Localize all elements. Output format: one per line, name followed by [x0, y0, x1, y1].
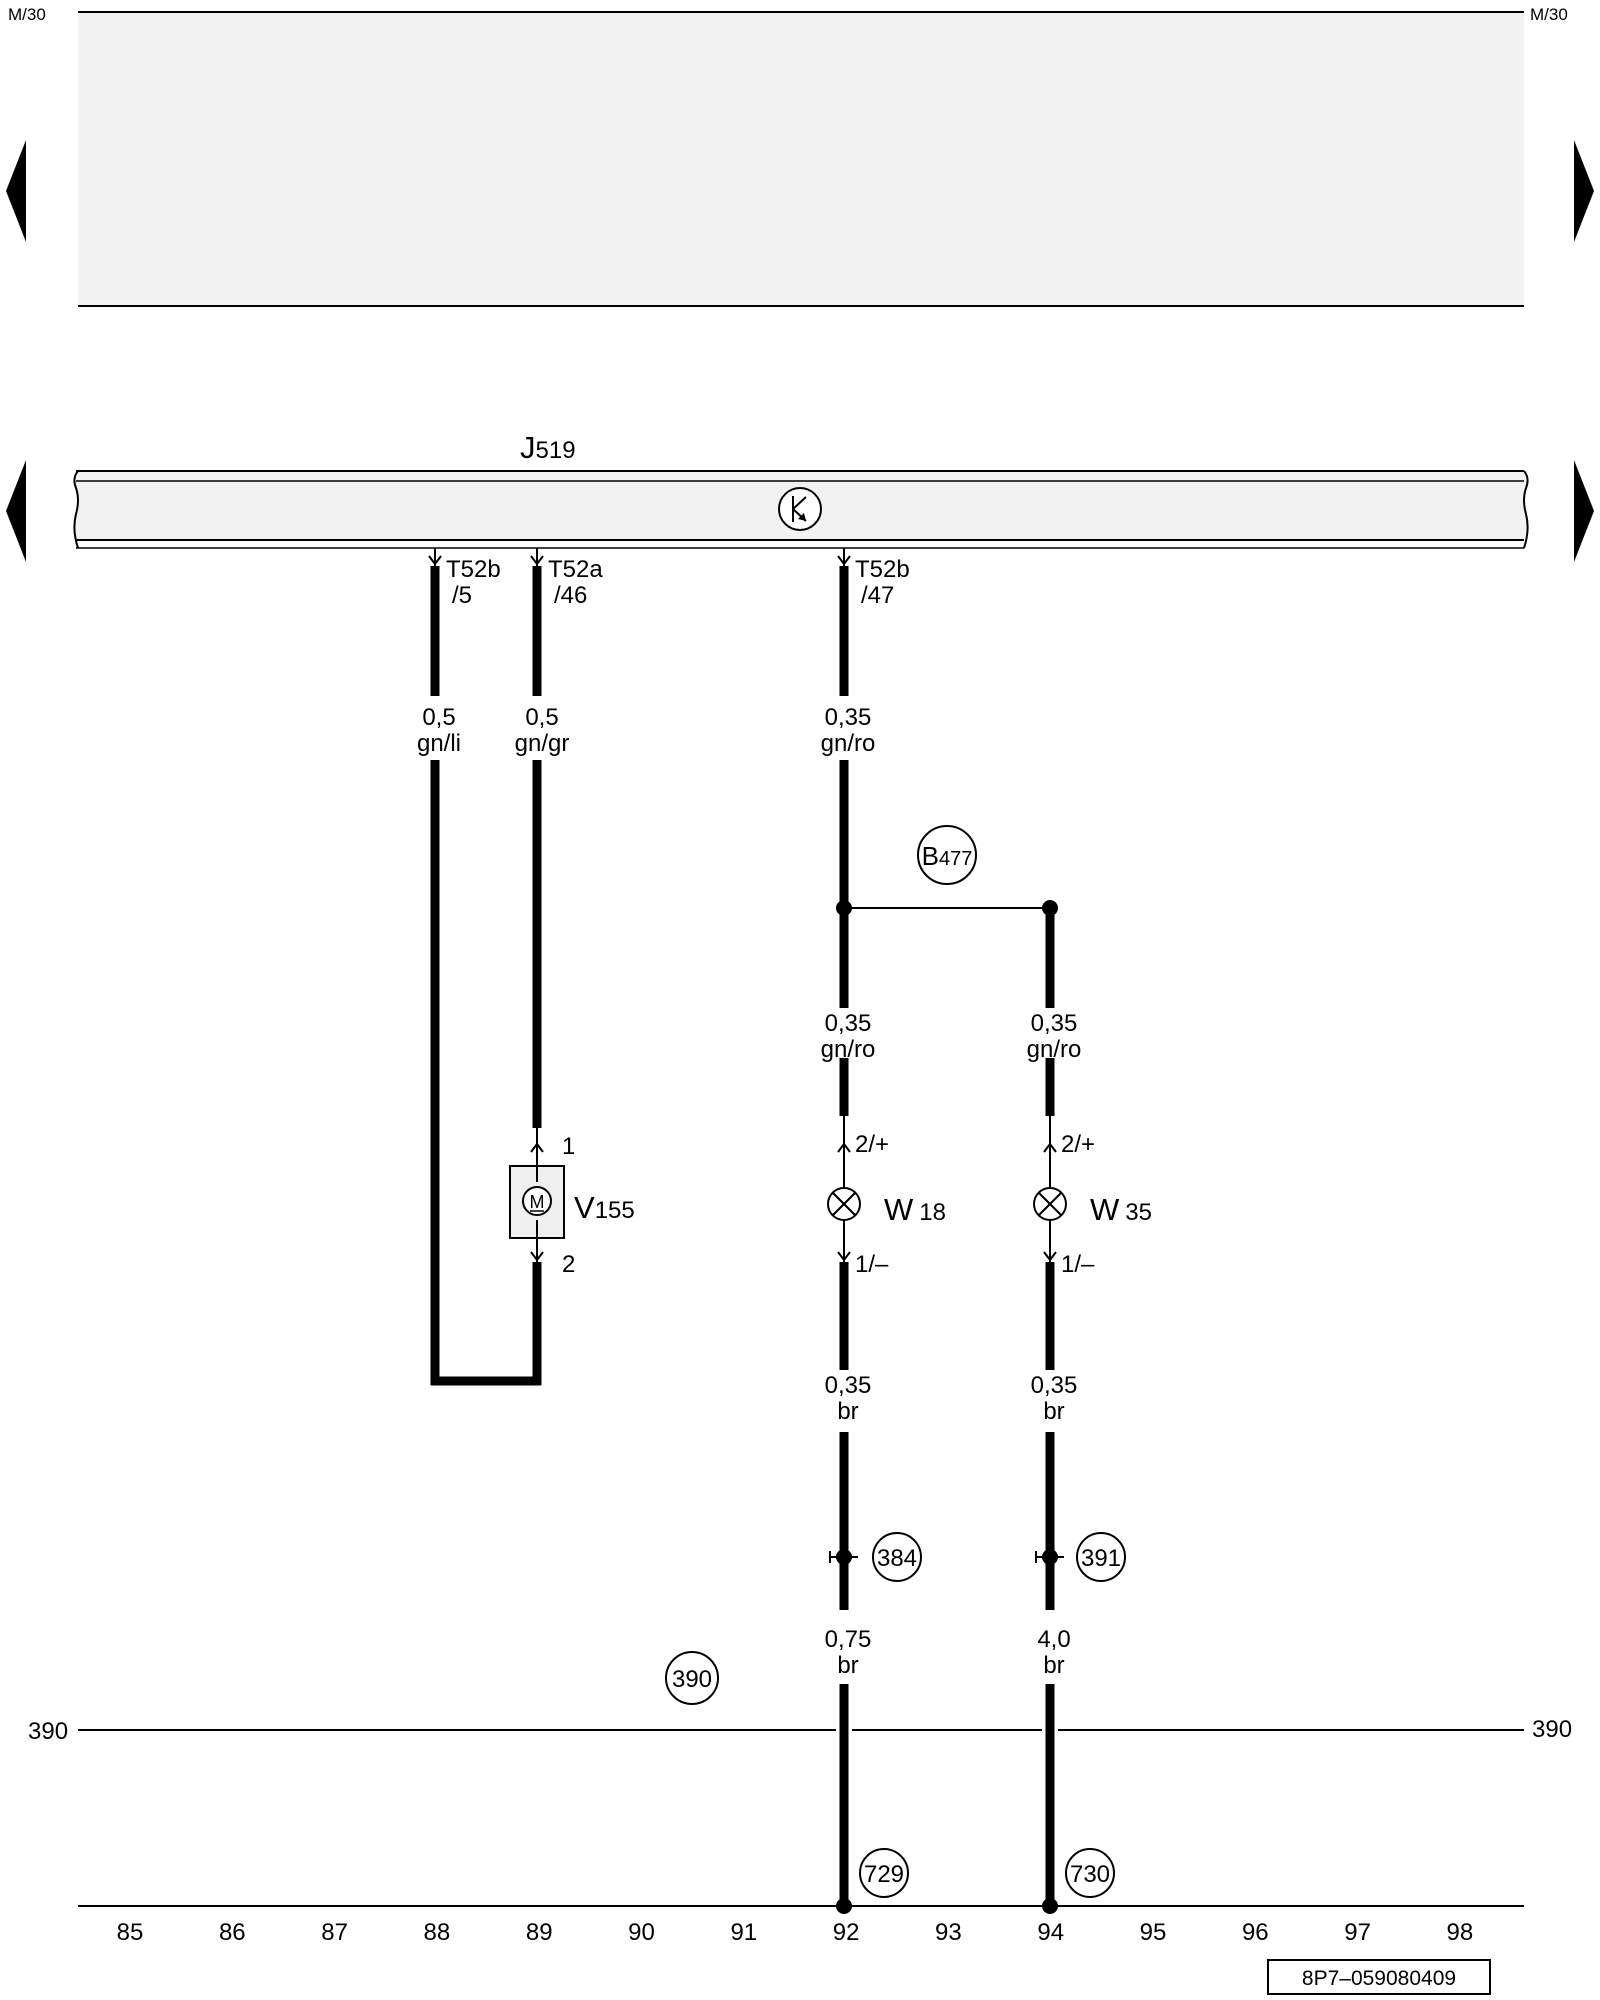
ground-line-390: 390 390 390	[28, 1651, 1572, 1745]
wire-gn-li: 0,5 gn/li	[417, 566, 461, 1385]
wire-br-94: 0,35 br 391 4,0 br 730	[1031, 1262, 1126, 1914]
svg-text:br: br	[1043, 1398, 1064, 1425]
svg-text:0,75: 0,75	[825, 1626, 872, 1653]
connector-t52b-5: T52b /5	[428, 548, 501, 609]
svg-text:gn/ro: gn/ro	[1027, 1036, 1082, 1063]
svg-text:0,35: 0,35	[825, 704, 872, 731]
svg-text:1: 1	[562, 1133, 575, 1160]
wire-gn-ro-main: 0,35 gn/ro	[821, 566, 876, 1008]
svg-text:2/+: 2/+	[855, 1131, 889, 1158]
scale-label: 97	[1344, 1919, 1371, 1946]
scale-label: 86	[219, 1919, 246, 1946]
svg-text:0,35: 0,35	[825, 1010, 872, 1037]
header-right-ref: M/30	[1530, 5, 1568, 24]
scale-label: 91	[730, 1919, 757, 1946]
motor-icon	[522, 1186, 552, 1216]
svg-text:4,0: 4,0	[1037, 1626, 1070, 1653]
right-arrow-icon[interactable]	[1574, 140, 1594, 242]
left-arrow-icon[interactable]	[6, 140, 26, 242]
control-unit-label: J519	[520, 430, 576, 465]
svg-text:T52a: T52a	[548, 556, 603, 583]
svg-text:T52b: T52b	[855, 556, 910, 583]
ref-730	[1065, 1848, 1115, 1898]
svg-text:br: br	[837, 1652, 858, 1679]
motor-v155: 1 M 2 V155	[509, 1128, 635, 1278]
svg-text:384: 384	[877, 1545, 917, 1572]
scale-label: 95	[1140, 1919, 1167, 1946]
svg-text:1/–: 1/–	[855, 1251, 889, 1278]
svg-text:0,35: 0,35	[1031, 1010, 1078, 1037]
svg-text:391: 391	[1081, 1545, 1121, 1572]
scale-label: 94	[1037, 1919, 1064, 1946]
motor-label: V155	[574, 1190, 635, 1225]
svg-text:br: br	[1043, 1652, 1064, 1679]
ref-729	[859, 1848, 909, 1898]
document-id-box: 8P7–059080409	[1267, 1959, 1491, 1995]
scale-label: 85	[117, 1919, 144, 1946]
scale-label: 96	[1242, 1919, 1269, 1946]
scale-label: 90	[628, 1919, 655, 1946]
svg-text:730: 730	[1070, 1861, 1110, 1888]
svg-text:390: 390	[28, 1718, 68, 1745]
svg-text:M: M	[530, 1192, 545, 1212]
svg-text:gn/ro: gn/ro	[821, 1036, 876, 1063]
scale-label: 92	[833, 1919, 860, 1946]
right-arrow-icon-2[interactable]	[1574, 460, 1594, 562]
svg-text:729: 729	[864, 1861, 904, 1888]
scale-label: 93	[935, 1919, 962, 1946]
scale-label: 87	[321, 1919, 348, 1946]
svg-text:gn/ro: gn/ro	[821, 730, 876, 757]
ref-391	[1076, 1532, 1126, 1582]
ref-384	[872, 1532, 922, 1582]
svg-text:0,5: 0,5	[525, 704, 558, 731]
svg-text:8P7–059080409: 8P7–059080409	[1302, 1967, 1456, 1990]
electronic-unit-icon	[778, 487, 822, 531]
svg-text:2/+: 2/+	[1061, 1131, 1095, 1158]
wire-gn-ro-w18: 0,35 gn/ro	[821, 1010, 876, 1116]
svg-text:/47: /47	[861, 582, 894, 609]
wire-gn-gr: 0,5 gn/gr	[431, 566, 570, 1386]
svg-text:gn/gr: gn/gr	[515, 730, 570, 757]
ref-390	[665, 1651, 719, 1705]
svg-text:390: 390	[672, 1666, 712, 1693]
wire-br-92: 0,35 br 384 0,75 br 729	[825, 1262, 922, 1914]
svg-text:0,5: 0,5	[422, 704, 455, 731]
svg-text:0,35: 0,35	[825, 1372, 872, 1399]
left-arrow-icon-2[interactable]	[6, 460, 26, 562]
svg-text:br: br	[837, 1398, 858, 1425]
svg-text:1/–: 1/–	[1061, 1251, 1095, 1278]
wire-gn-ro-w35: 0,35 gn/ro	[1027, 908, 1082, 1116]
svg-text:T52b: T52b	[446, 556, 501, 583]
splice-b477: B477	[836, 825, 1058, 916]
svg-text:gn/li: gn/li	[417, 730, 461, 757]
scale-label: 88	[424, 1919, 451, 1946]
svg-text:B477: B477	[922, 841, 973, 871]
header-panel: M/30 M/30	[6, 5, 1594, 307]
connector-t52b-47: T52b /47	[837, 548, 910, 609]
header-left-ref: M/30	[8, 5, 46, 24]
svg-text:/5: /5	[452, 582, 472, 609]
svg-text:/46: /46	[554, 582, 587, 609]
control-unit-j519: J519	[6, 430, 1594, 562]
svg-text:0,35: 0,35	[1031, 1372, 1078, 1399]
svg-text:390: 390	[1532, 1716, 1572, 1743]
connector-t52a-46: T52a /46	[530, 548, 603, 609]
scale-label: 89	[526, 1919, 553, 1946]
column-scale: 85 86 87 88 89 90 91 92 93 94 95 96 97 98	[78, 1905, 1524, 1946]
scale-label: 98	[1447, 1919, 1474, 1946]
svg-text:2: 2	[562, 1251, 575, 1278]
